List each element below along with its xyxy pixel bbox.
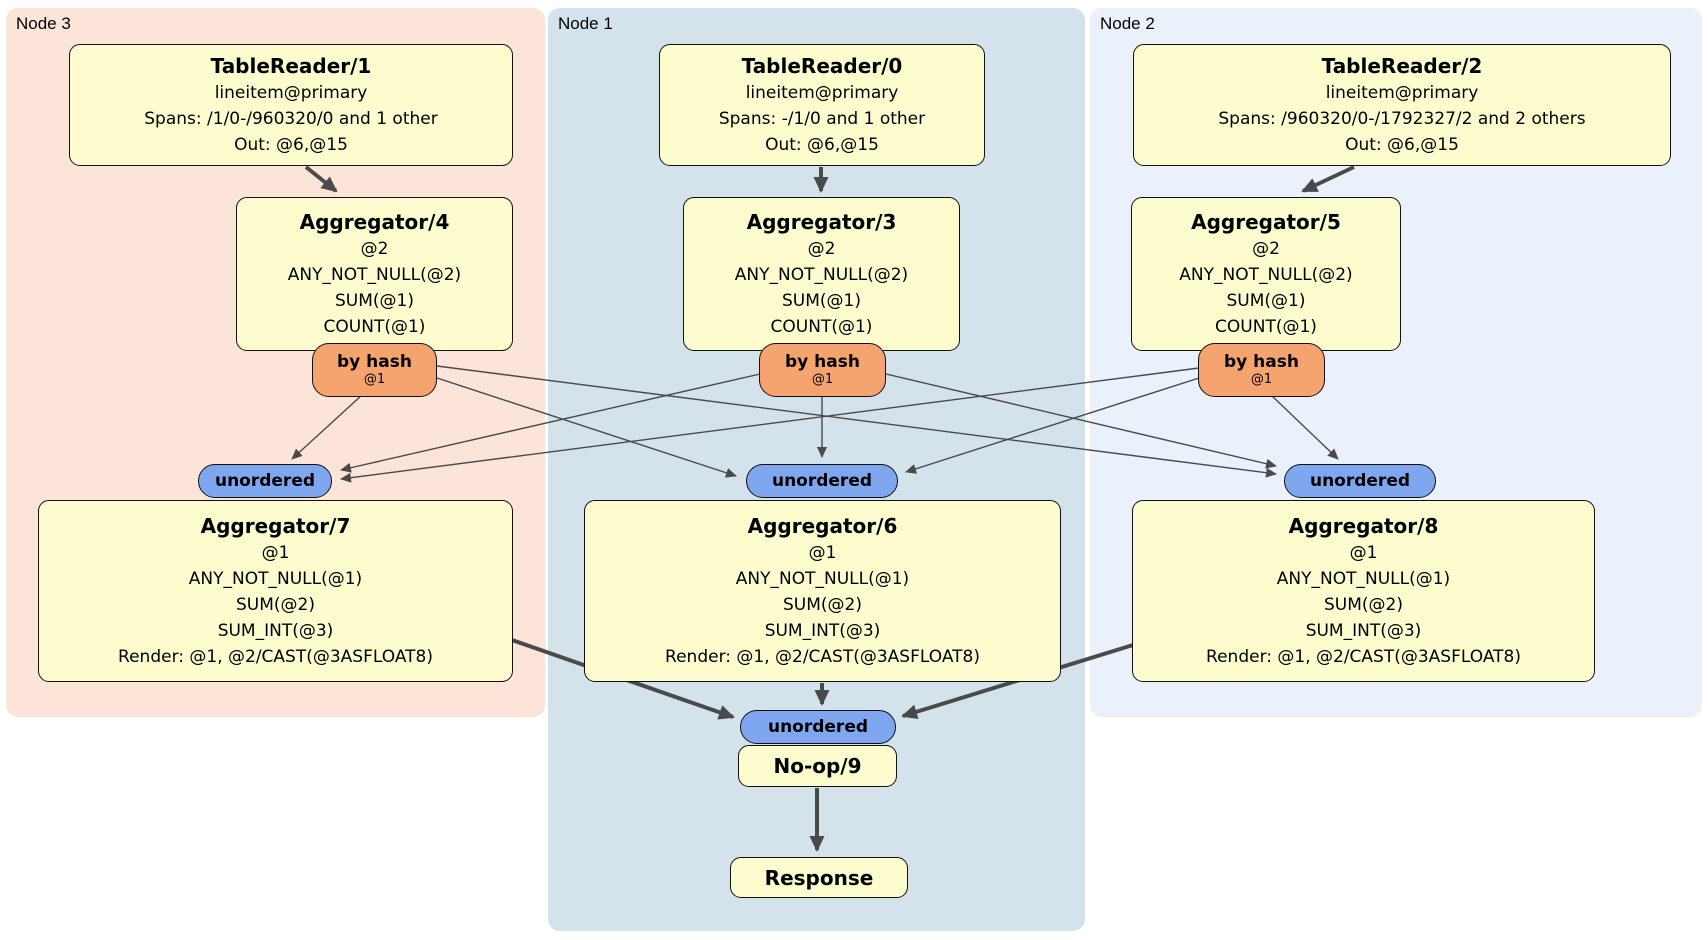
- router-by-hash-node3: by hash @1: [312, 343, 437, 397]
- edge-byhash2-unordered3: [340, 367, 1200, 483]
- node-detail: ANY_NOT_NULL(@1): [188, 569, 363, 589]
- node-detail: SUM_INT(@3): [1305, 621, 1422, 641]
- node-detail: Render: @1, @2/CAST(@3ASFLOAT8): [665, 647, 980, 667]
- plan-node-aggregator-6: Aggregator/6 @1 ANY_NOT_NULL(@1) SUM(@2)…: [584, 500, 1061, 682]
- node-detail: ANY_NOT_NULL(@1): [735, 569, 910, 589]
- node-title: Aggregator/7: [200, 514, 351, 538]
- node-title: Aggregator/4: [299, 210, 450, 234]
- edge-tablereader1-aggregator4: [304, 165, 338, 193]
- node-title: TableReader/1: [210, 54, 372, 78]
- plan-node-tablereader-2: TableReader/2 lineitem@primary Spans: /9…: [1133, 44, 1671, 166]
- node-detail: SUM(@2): [1324, 595, 1403, 615]
- plan-node-aggregator-3: Aggregator/3 @2 ANY_NOT_NULL(@2) SUM(@1)…: [683, 197, 960, 351]
- node-title: Aggregator/5: [1191, 210, 1341, 234]
- router-label: by hash: [1224, 352, 1299, 372]
- node-detail: COUNT(@1): [323, 317, 426, 337]
- stream-label: unordered: [767, 717, 869, 737]
- edge-byhash1-unordered3: [340, 373, 761, 473]
- region-label-node-2: Node 2: [1100, 14, 1155, 33]
- node-detail: SUM(@2): [236, 595, 315, 615]
- node-title: Response: [764, 865, 874, 890]
- node-title: Aggregator/6: [747, 514, 898, 538]
- node-detail: ANY_NOT_NULL(@1): [1276, 569, 1451, 589]
- router-by-hash-node2: by hash @1: [1198, 343, 1325, 397]
- node-detail: ANY_NOT_NULL(@2): [287, 265, 462, 285]
- node-detail: lineitem@primary: [1325, 83, 1479, 103]
- node-detail: Spans: -/1/0 and 1 other: [718, 109, 926, 129]
- node-detail: SUM_INT(@3): [217, 621, 334, 641]
- node-detail: COUNT(@1): [1215, 317, 1317, 337]
- plan-node-tablereader-1: TableReader/1 lineitem@primary Spans: /1…: [69, 44, 513, 166]
- node-title: Aggregator/3: [746, 210, 897, 234]
- node-detail: Spans: /1/0-/960320/0 and 1 other: [144, 109, 438, 129]
- edge-byhash1-unordered2: [885, 373, 1277, 469]
- node-detail: Out: @6,@15: [234, 135, 348, 155]
- stream-unordered-node3: unordered: [198, 464, 332, 498]
- plan-node-tablereader-0: TableReader/0 lineitem@primary Spans: -/…: [659, 44, 985, 166]
- region-label-node-1: Node 1: [558, 14, 613, 33]
- edge-byhash2-unordered2: [1270, 394, 1339, 460]
- router-by-hash-node1: by hash @1: [759, 343, 886, 397]
- stream-label: unordered: [1309, 471, 1411, 491]
- plan-node-aggregator-4: Aggregator/4 @2 ANY_NOT_NULL(@2) SUM(@1)…: [236, 197, 513, 351]
- edge-byhash3-unordered1: [436, 377, 737, 478]
- node-detail: lineitem@primary: [214, 83, 368, 103]
- node-title: TableReader/2: [1321, 54, 1483, 78]
- node-detail: lineitem@primary: [745, 83, 899, 103]
- node-title: TableReader/0: [741, 54, 903, 78]
- edge-tablereader2-aggregator5: [1301, 165, 1355, 193]
- stream-unordered-final: unordered: [740, 710, 896, 744]
- router-columns: @1: [363, 372, 386, 387]
- node-detail: SUM(@2): [783, 595, 862, 615]
- plan-node-aggregator-5: Aggregator/5 @2 ANY_NOT_NULL(@2) SUM(@1)…: [1131, 197, 1401, 351]
- node-detail: ANY_NOT_NULL(@2): [1179, 265, 1353, 285]
- node-detail: SUM(@1): [335, 291, 414, 311]
- stream-unordered-node1: unordered: [746, 464, 898, 498]
- node-detail: @2: [360, 239, 389, 259]
- stream-label: unordered: [214, 471, 316, 491]
- router-columns: @1: [811, 372, 834, 387]
- router-columns: @1: [1250, 372, 1273, 387]
- plan-node-response: Response: [730, 857, 908, 898]
- router-label: by hash: [785, 352, 860, 372]
- node-detail: @2: [807, 239, 836, 259]
- router-label: by hash: [337, 352, 412, 372]
- edge-byhash3-unordered3: [291, 394, 363, 460]
- node-title: Aggregator/8: [1288, 514, 1439, 538]
- region-label-node-3: Node 3: [16, 14, 71, 33]
- node-detail: SUM(@1): [782, 291, 861, 311]
- edge-byhash2-unordered1: [905, 377, 1200, 474]
- node-detail: @1: [261, 543, 290, 563]
- node-detail: Spans: /960320/0-/1792327/2 and 2 others: [1218, 109, 1586, 129]
- plan-node-noop-9: No-op/9: [738, 745, 897, 787]
- node-detail: SUM_INT(@3): [764, 621, 881, 641]
- node-detail: Out: @6,@15: [1345, 135, 1459, 155]
- plan-node-aggregator-8: Aggregator/8 @1 ANY_NOT_NULL(@1) SUM(@2)…: [1132, 500, 1595, 682]
- edge-byhash3-unordered2: [436, 365, 1277, 478]
- stream-label: unordered: [771, 471, 873, 491]
- node-detail: @1: [1349, 543, 1378, 563]
- node-detail: ANY_NOT_NULL(@2): [734, 265, 909, 285]
- plan-node-aggregator-7: Aggregator/7 @1 ANY_NOT_NULL(@1) SUM(@2)…: [38, 500, 513, 682]
- node-title: No-op/9: [773, 754, 862, 778]
- stream-unordered-node2: unordered: [1284, 464, 1436, 498]
- node-detail: SUM(@1): [1226, 291, 1306, 311]
- node-detail: Render: @1, @2/CAST(@3ASFLOAT8): [1206, 647, 1521, 667]
- node-detail: COUNT(@1): [770, 317, 873, 337]
- node-detail: Out: @6,@15: [765, 135, 879, 155]
- node-detail: Render: @1, @2/CAST(@3ASFLOAT8): [118, 647, 433, 667]
- node-detail: @1: [808, 543, 837, 563]
- node-detail: @2: [1252, 239, 1280, 259]
